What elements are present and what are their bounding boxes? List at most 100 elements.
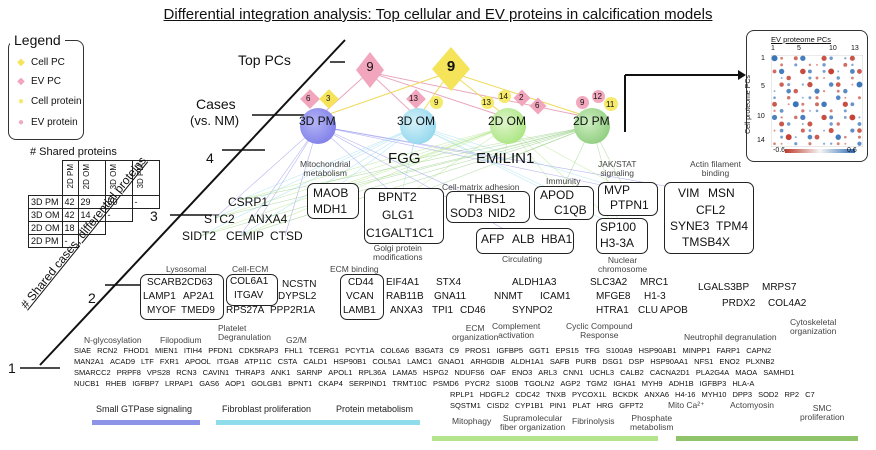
- level1-gene: IGHA1: [613, 379, 636, 388]
- bar-small-gtpase: [92, 420, 200, 425]
- level1-gene: HSP90AA1: [650, 357, 689, 366]
- heatmap-cell: [844, 96, 847, 99]
- level1-gene: CAPN2: [746, 346, 772, 355]
- level1-gene: IGFBP7: [132, 379, 159, 388]
- level1-gene: FARP1: [716, 346, 741, 355]
- legend-item-ev-protein: ●EV protein: [15, 117, 78, 128]
- heatmap-cell: [780, 135, 784, 139]
- gene-icam1: ICAM1: [540, 291, 571, 302]
- heatmap-cell: [780, 142, 783, 145]
- gene-cd44: CD44: [348, 277, 374, 288]
- level1-gene: SARNP: [296, 368, 323, 377]
- level1-gene: ENO2: [719, 357, 740, 366]
- gene-vim: VIM: [678, 186, 700, 200]
- gene-mrc1: MRC1: [640, 277, 669, 288]
- level1-gene: LAMA5: [392, 368, 417, 377]
- level1-gene: LTF: [141, 357, 154, 366]
- gene-msn: MSN: [708, 186, 735, 200]
- heatmap-cell: [821, 101, 827, 108]
- gene-nid2: NID2: [488, 206, 516, 220]
- level1-gene: TFG: [584, 346, 600, 355]
- case-label-2d-om: 2D OM: [488, 114, 527, 128]
- figure-title: Differential integration analysis: Top c…: [163, 6, 713, 23]
- inset-left-tick: 5: [761, 83, 765, 90]
- level1-gene: SQSTM1: [450, 401, 481, 410]
- level1-gene: NUCB1: [74, 379, 100, 388]
- level1-gene: NFS1: [694, 357, 714, 366]
- level1-gene: UCHL3: [589, 368, 615, 377]
- heatmap-cell: [857, 141, 862, 146]
- level1-gene: PFDN1: [208, 346, 233, 355]
- connection-line: [214, 125, 593, 219]
- legend-item-ev-pc: ◆EV PC: [15, 76, 61, 87]
- level-4: 4: [206, 150, 214, 166]
- level1-gene: GAS6: [199, 379, 220, 388]
- heatmap-cell: [835, 134, 841, 140]
- gene-aldh1a3: ALDH1A3: [512, 277, 557, 288]
- level1-gene: PSMD6: [432, 379, 459, 388]
- heatmap-cell: [808, 109, 811, 112]
- table-row: 2D PM -: [28, 234, 160, 248]
- group-title-jak-stat: JAK/STAT signaling: [598, 159, 637, 178]
- badge-count: 9: [434, 98, 439, 107]
- heatmap-cell: [771, 114, 778, 121]
- connection-line: [239, 125, 509, 201]
- connection-line: [199, 125, 509, 237]
- heatmap-cell: [836, 142, 840, 146]
- heatmap-cell: [772, 101, 777, 107]
- heatmap-cell: [857, 122, 862, 126]
- level1-gene: NDUFS6: [454, 368, 485, 377]
- heatmap-cell: [844, 57, 847, 60]
- heatmap-cell: [851, 83, 854, 86]
- gene-cfl2: CFL2: [696, 203, 726, 217]
- badge-circle-icon: [481, 96, 494, 109]
- gene-dypsl2: DYPSL2: [278, 291, 317, 302]
- level1-gene: S100B: [495, 379, 519, 388]
- inset-title: EV proteome PCs: [771, 35, 832, 44]
- badge-circle-icon: [604, 97, 618, 111]
- connection-line: [214, 125, 509, 219]
- gene-col4a2: COL4A2: [768, 298, 807, 309]
- gene-tmsb4x: TMSB4X: [682, 235, 731, 249]
- level1-gene: LRPAP1: [164, 379, 194, 388]
- badge-circle-icon: [576, 96, 589, 109]
- level1-gene: BCKDK: [612, 390, 639, 399]
- group-title-cytoskeletal: Cytoskeletal organization: [790, 317, 837, 336]
- table-row: 3D OM 42 14 -: [28, 208, 160, 222]
- heatmap-cell: [858, 116, 861, 119]
- heatmap-cell: [828, 68, 835, 75]
- heatmap-cell: [780, 77, 783, 79]
- level1-gene: COL6A6: [380, 346, 410, 355]
- heatmap-cell: [849, 55, 855, 61]
- gene-mdh1: MDH1: [313, 202, 348, 216]
- legend-item-cell-protein: ●Cell protein: [15, 96, 82, 107]
- group-title-circulating: Circulating: [502, 254, 543, 264]
- gene-apob: APOB: [660, 305, 688, 316]
- heatmap-cell: [857, 96, 861, 100]
- level1-gene: HSP90AB1: [638, 346, 677, 355]
- gene-lgals3bp: LGALS3BP: [698, 282, 750, 293]
- heatmap-cell: [850, 128, 855, 133]
- level1-gene: SIAE: [74, 346, 92, 355]
- heatmap-cell: [779, 121, 785, 127]
- level1-gene: GGT1: [529, 346, 550, 355]
- level1-gene: HSP90B1: [333, 357, 367, 366]
- heatmap-cell: [823, 77, 826, 79]
- level1-gene: TCERG1: [308, 346, 340, 355]
- heatmap-cell: [829, 142, 833, 145]
- level1-gene: HRG: [596, 401, 614, 410]
- gene-mrps7: MRPS7: [762, 282, 797, 293]
- level1-gene: PRPF8: [116, 368, 141, 377]
- gene-cd46: CD46: [460, 305, 486, 316]
- connection-line: [214, 125, 419, 219]
- heatmap-cell: [780, 63, 784, 67]
- heatmap-cell: [829, 56, 833, 61]
- legend-item-cell-pc: ◆Cell PC: [15, 57, 65, 68]
- heatmap-cell: [829, 109, 833, 113]
- level1-gene: FHL1: [284, 346, 303, 355]
- connection-line: [399, 125, 509, 201]
- gene-fgg: FGG: [388, 150, 421, 167]
